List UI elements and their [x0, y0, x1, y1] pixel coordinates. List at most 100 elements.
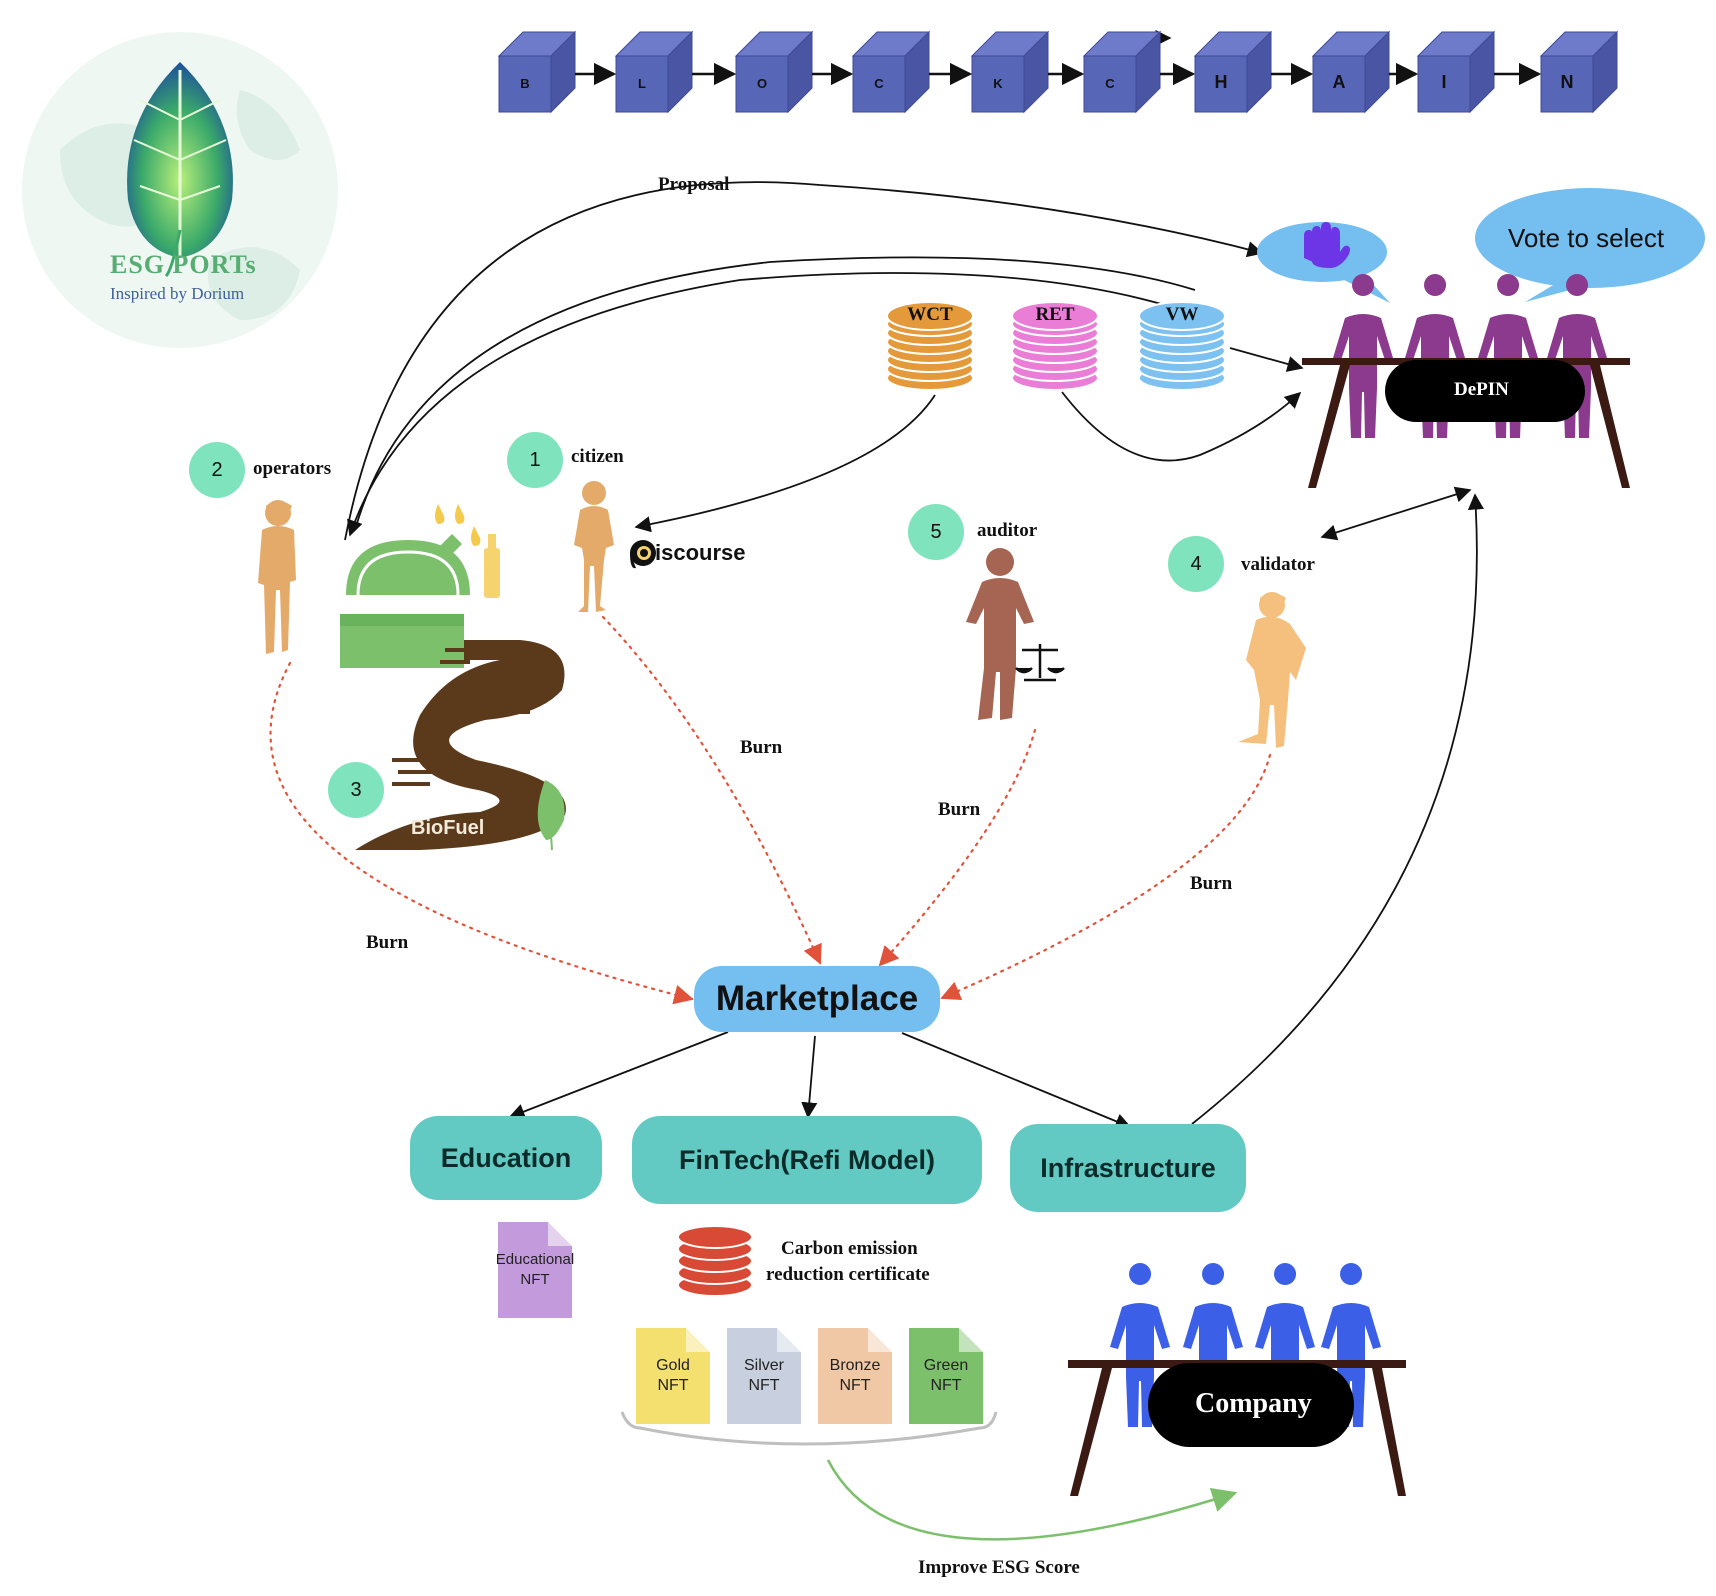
auditor-figure — [966, 548, 1034, 720]
nft-tier-suffix: NFT — [748, 1377, 780, 1394]
token-stack-vw — [1138, 301, 1226, 391]
block-cube — [1193, 30, 1273, 114]
depin-to-operators-arrow-1 — [354, 256, 1196, 531]
token-stack-ret — [1011, 301, 1099, 391]
citizen-label: citizen — [571, 446, 624, 467]
block-letter: C — [1105, 76, 1115, 91]
burn-arrows — [269, 615, 1272, 1005]
blockchain-cubes — [497, 30, 1619, 114]
depin-person — [1547, 274, 1607, 438]
certificate-coin-stack-icon — [677, 1225, 753, 1297]
fintech-node[interactable]: FinTech(Refi Model) — [632, 1116, 982, 1204]
nft-tier-name: Gold — [656, 1357, 690, 1374]
burn-label-operators: Burn — [366, 932, 409, 953]
nft-tier-suffix: NFT — [839, 1377, 871, 1394]
infrastructure-to-depin-arrow — [1191, 493, 1485, 1125]
block-letter: I — [1441, 72, 1447, 92]
block-letter: O — [756, 76, 768, 91]
block-cube — [614, 30, 694, 114]
token-stack-wct — [886, 301, 974, 391]
token-label-ret: RET — [1035, 304, 1075, 325]
nft-brace — [620, 1411, 998, 1446]
auditor-label: auditor — [977, 520, 1038, 541]
badge-operators: 2 — [189, 442, 245, 498]
nft-tier-name: Green — [923, 1357, 969, 1374]
block-letter: C — [874, 76, 884, 91]
educational-nft-line2: NFT — [520, 1271, 550, 1288]
education-node[interactable]: Education — [410, 1116, 602, 1200]
block-cube — [851, 30, 931, 114]
block-letter: L — [638, 76, 646, 91]
block-cube — [1539, 30, 1619, 114]
block-cube — [1311, 30, 1391, 114]
badge-citizen: 1 — [507, 432, 563, 488]
company-person — [1110, 1263, 1170, 1427]
depin-person — [1405, 274, 1465, 438]
badge-validator: 4 — [1168, 536, 1224, 592]
improve-esg-arrow — [826, 1459, 1238, 1541]
nft-tier-suffix: NFT — [930, 1377, 962, 1394]
certificate-line2: reduction certificate — [766, 1264, 930, 1285]
marketplace-node[interactable]: Marketplace — [694, 966, 940, 1032]
educational-nft-doc: Educational NFT — [495, 1222, 575, 1318]
block-cube — [497, 30, 577, 114]
badge-auditor: 5 — [908, 504, 964, 560]
vw-to-depin-arrow — [1229, 347, 1304, 372]
operators-label: operators — [253, 458, 332, 479]
nft-tier-suffix: NFT — [657, 1377, 689, 1394]
biofuel-label: BioFuel — [411, 817, 485, 839]
wct-to-discourse-arrow — [634, 394, 936, 533]
vote-to-select-text: Vote to select — [1508, 223, 1665, 253]
burn-label-citizen: Burn — [740, 737, 783, 758]
company-person — [1183, 1263, 1243, 1427]
company-label: Company — [1195, 1388, 1312, 1419]
depin-person — [1478, 274, 1538, 438]
company-person — [1255, 1263, 1315, 1427]
block-cube — [734, 30, 814, 114]
depin-person — [1333, 274, 1393, 438]
operator-figure — [258, 500, 296, 654]
discourse-label: iscourse — [655, 540, 746, 565]
burn-label-auditor: Burn — [938, 799, 981, 820]
block-letter: B — [520, 76, 530, 91]
badge-biofuel: 3 — [328, 762, 384, 818]
marketplace-to-infrastructure-arrow — [901, 1032, 1132, 1129]
depin-label: DePIN — [1454, 379, 1509, 400]
leaf-logo-icon — [127, 62, 233, 278]
marketplace-to-fintech-arrow — [801, 1035, 818, 1119]
block-letter: A — [1332, 72, 1346, 92]
burn-label-validator: Burn — [1190, 873, 1233, 894]
logo-brand-text: ESG PORTs — [110, 250, 257, 279]
nft-tier-name: Silver — [743, 1357, 784, 1374]
raised-hand-icon — [1304, 222, 1350, 268]
depin-table — [1302, 358, 1630, 488]
validator-label: validator — [1241, 554, 1315, 575]
block-letter: N — [1560, 72, 1574, 92]
token-stacks — [886, 301, 1226, 391]
discourse-logo-icon — [630, 540, 656, 569]
connector-lines — [344, 29, 1485, 1129]
logo-tagline-text: Inspired by Dorium — [110, 284, 245, 303]
block-cube — [1082, 30, 1162, 114]
depin-to-operators-arrow-2 — [347, 272, 1166, 537]
token-label-wct: WCT — [907, 304, 953, 325]
proposal-label: Proposal — [658, 174, 730, 195]
educational-nft-line1: Educational — [495, 1251, 575, 1268]
nft-tier-name: Bronze — [829, 1357, 881, 1374]
validator-figure — [1238, 592, 1306, 748]
infrastructure-node[interactable]: Infrastructure — [1010, 1124, 1246, 1212]
company-people — [1110, 1263, 1381, 1427]
block-letter: K — [993, 76, 1003, 91]
scales-icon — [1015, 644, 1065, 682]
company-person — [1321, 1263, 1381, 1427]
marketplace-to-education-arrow — [508, 1031, 729, 1120]
citizen-figure — [574, 481, 614, 612]
ret-to-depin-arrow — [1061, 391, 1302, 462]
depin-people — [1333, 274, 1607, 438]
